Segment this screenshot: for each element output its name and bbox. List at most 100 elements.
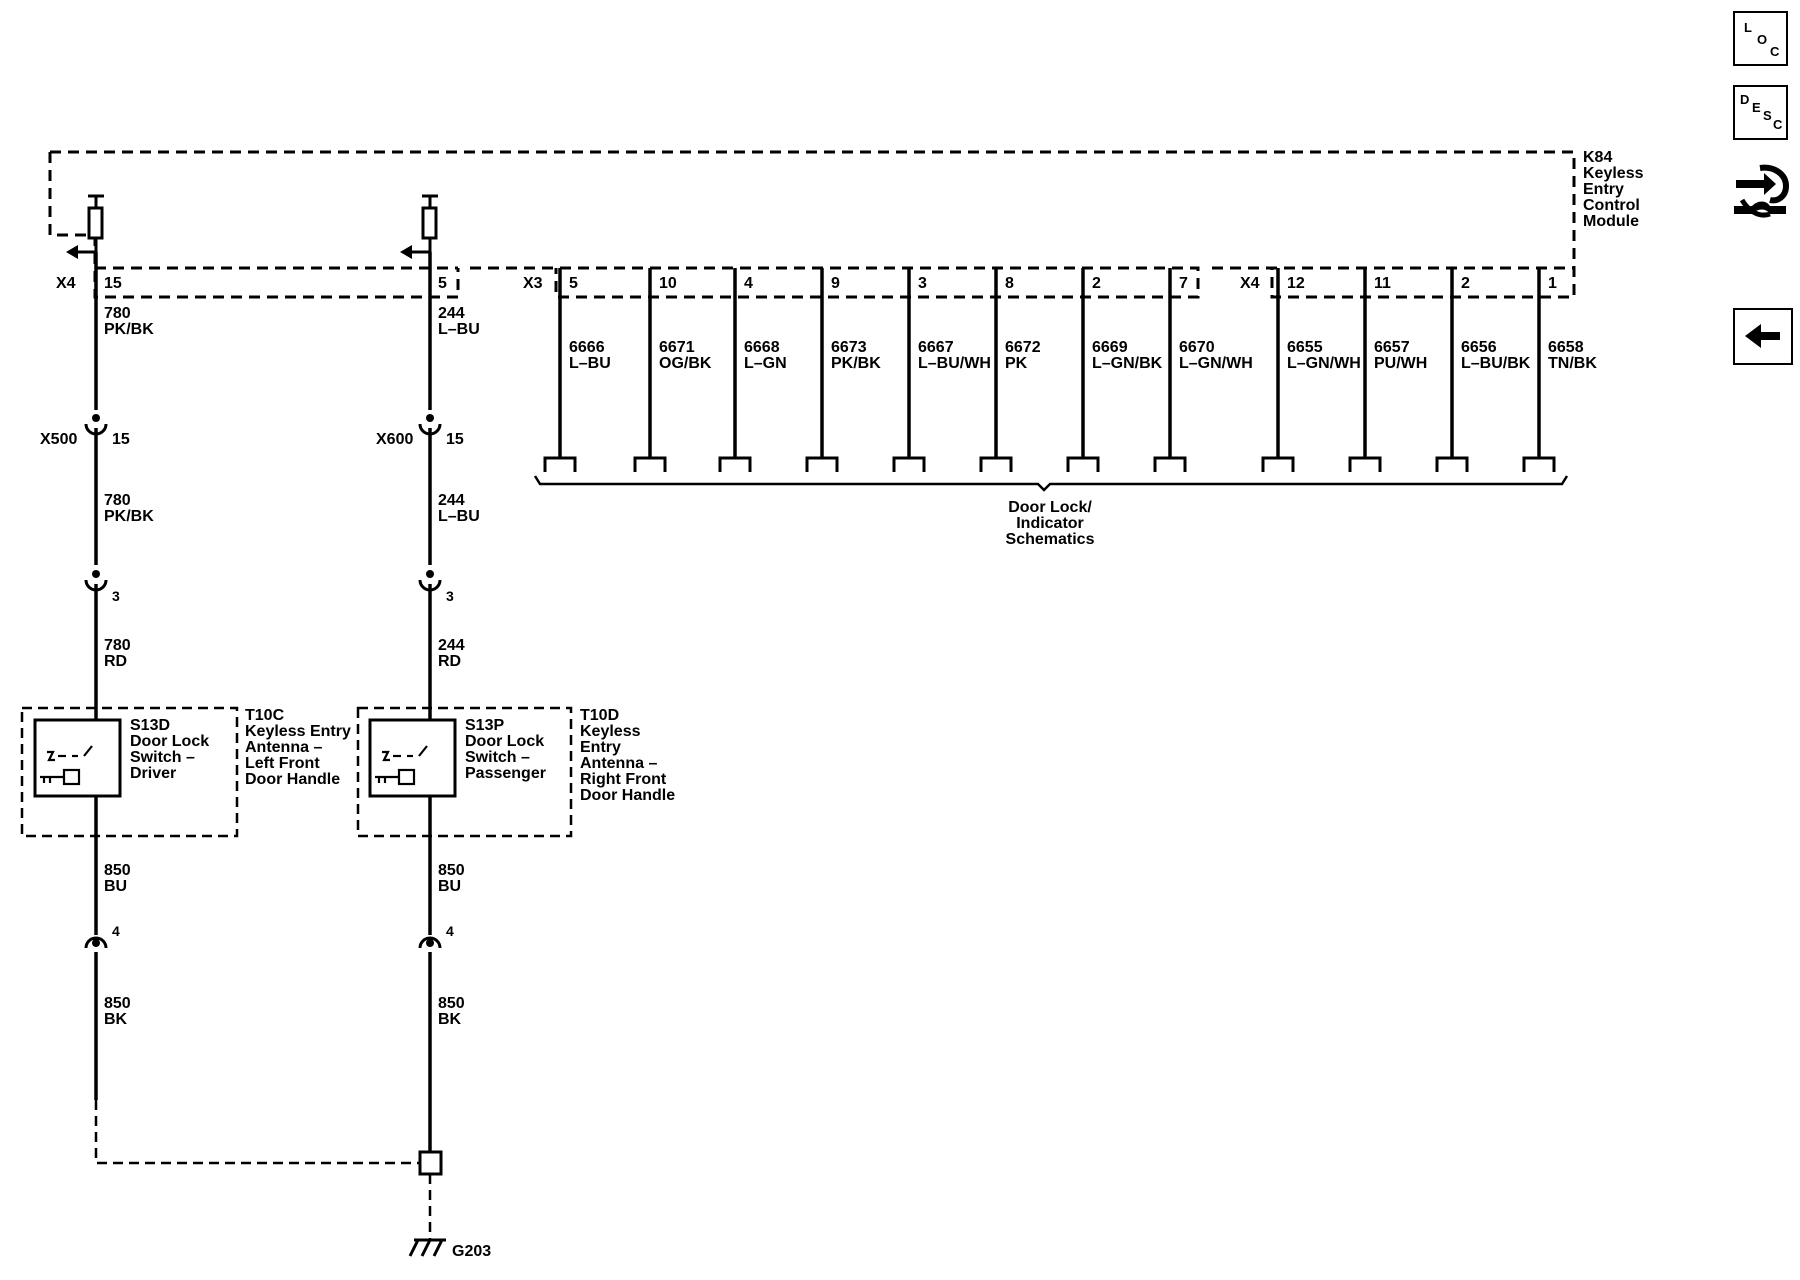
module-pin: 4	[744, 275, 753, 292]
harness-terminal	[1348, 456, 1382, 472]
arrow-driver	[66, 245, 78, 259]
wire-color-driver-1: PK/BK	[104, 321, 154, 338]
module-pin: 11	[1374, 275, 1391, 292]
wire-color: PK	[1005, 355, 1028, 372]
antenna-driver-symbol	[74, 194, 104, 254]
harness-terminal	[892, 456, 926, 472]
loc-letter-l: L	[1744, 20, 1752, 35]
desc-letter-c: C	[1773, 117, 1783, 132]
wire-num: 6658	[1548, 339, 1584, 356]
wire-num: 6666	[569, 339, 605, 356]
wire-num: 6669	[1092, 339, 1128, 356]
reference-text-2: Indicator	[1016, 515, 1084, 532]
ground-dashed-link	[94, 1100, 420, 1165]
harness-terminal	[1522, 456, 1556, 472]
module-pin: 12	[1287, 275, 1305, 292]
switch-desc-driver-2: Switch –	[130, 749, 195, 766]
wire-num-driver-5: 850	[104, 995, 131, 1012]
wire-color: OG/BK	[659, 355, 712, 372]
ground-pin-passenger: 4	[446, 923, 454, 939]
antenna-desc-driver-4: Door Handle	[245, 771, 340, 788]
harness-terminal	[543, 456, 577, 472]
ground-id: G203	[452, 1243, 491, 1260]
wire-color: L–BU	[569, 355, 611, 372]
wire-color-passenger-2: L–BU	[438, 508, 480, 525]
harness-terminal	[805, 456, 839, 472]
wire-num: 6672	[1005, 339, 1041, 356]
wire-color-driver-2: PK/BK	[104, 508, 154, 525]
antenna-desc-passenger-2: Entry	[580, 739, 621, 756]
wire-color: TN/BK	[1548, 355, 1597, 372]
back-button[interactable]	[1733, 308, 1793, 365]
wire-num-passenger-5: 850	[438, 995, 465, 1012]
wire-color-passenger-1: L–BU	[438, 321, 480, 338]
wire-color: PK/BK	[831, 355, 881, 372]
ground-pin-driver: 4	[112, 923, 120, 939]
module-housing	[48, 150, 1576, 299]
reference-brace	[533, 475, 1569, 492]
harness-terminal	[979, 456, 1013, 472]
module-pin: 1	[1548, 275, 1557, 292]
harness-terminal	[633, 456, 667, 472]
wire-color-passenger-5: BK	[438, 1011, 462, 1028]
connector-label-x4-right: X4	[1240, 275, 1260, 292]
harness-terminal	[1153, 456, 1187, 472]
wire-num-driver-1: 780	[104, 305, 131, 322]
harness-terminal	[1261, 456, 1295, 472]
wire-color: L–GN/WH	[1287, 355, 1361, 372]
wire-num: 6673	[831, 339, 867, 356]
ground-connector-passenger-symbol	[418, 936, 442, 949]
desc-letter-d: D	[1740, 92, 1750, 107]
connector-label-x3: X3	[523, 275, 543, 292]
wire-num-driver-2: 780	[104, 492, 131, 509]
wire-num-passenger-1: 244	[438, 305, 465, 322]
module-id: K84	[1583, 149, 1612, 166]
pin-driver-module: 15	[104, 275, 122, 292]
pin-passenger-module: 5	[438, 275, 447, 292]
loc-letter-c: C	[1770, 44, 1780, 59]
wire-num-passenger-2: 244	[438, 492, 465, 509]
module-pin: 9	[831, 275, 840, 292]
wire-color: L–BU/BK	[1461, 355, 1531, 372]
wire-color-passenger-4: BU	[438, 878, 461, 895]
wire-num-passenger-4: 850	[438, 862, 465, 879]
connector-end-view-icon[interactable]	[1730, 160, 1794, 226]
ground-connector-driver-symbol	[84, 936, 108, 949]
wire-num: 6667	[918, 339, 954, 356]
loc-button[interactable]: L O C	[1733, 11, 1788, 66]
switch-desc-passenger-2: Switch –	[465, 749, 530, 766]
antenna-desc-passenger-5: Door Handle	[580, 787, 675, 804]
module-pin: 8	[1005, 275, 1014, 292]
wire-color: L–GN	[744, 355, 787, 372]
module-pin: 3	[918, 275, 927, 292]
wire-num-driver-3: 780	[104, 637, 131, 654]
ground-splice	[418, 1150, 443, 1176]
inline-pin-passenger: 15	[446, 431, 464, 448]
back-arrow-icon	[1745, 324, 1780, 348]
switch-desc-driver-1: Door Lock	[130, 733, 209, 750]
antenna-id-passenger: T10D	[580, 707, 619, 724]
wire-num: 6670	[1179, 339, 1215, 356]
connector-label-x4-left: X4	[56, 275, 76, 292]
loc-letter-o: O	[1757, 32, 1768, 47]
reference-text-1: Door Lock/	[1008, 499, 1092, 516]
door-lock-switch-driver-icon	[40, 745, 93, 786]
inline-pin-driver: 15	[112, 431, 130, 448]
module-desc-2: Entry	[1583, 181, 1624, 198]
antenna-housing-driver	[20, 706, 239, 838]
inline-connector-passenger: X600	[376, 431, 413, 448]
module-pin: 5	[569, 275, 578, 292]
door-lock-switch-passenger-icon	[375, 745, 428, 786]
antenna-id-driver: T10C	[245, 707, 285, 724]
wire-num: 6657	[1374, 339, 1410, 356]
module-pin: 10	[659, 275, 677, 292]
wire-color-driver-4: BU	[104, 878, 127, 895]
passenger-circuit	[356, 194, 573, 1152]
desc-button[interactable]: D E S C	[1733, 85, 1788, 140]
switch-desc-driver-3: Driver	[130, 765, 176, 782]
module-pin: 2	[1092, 275, 1101, 292]
antenna-desc-passenger-3: Antenna –	[580, 755, 657, 772]
antenna-desc-driver-3: Left Front	[245, 755, 320, 772]
wire-num: 6671	[659, 339, 695, 356]
